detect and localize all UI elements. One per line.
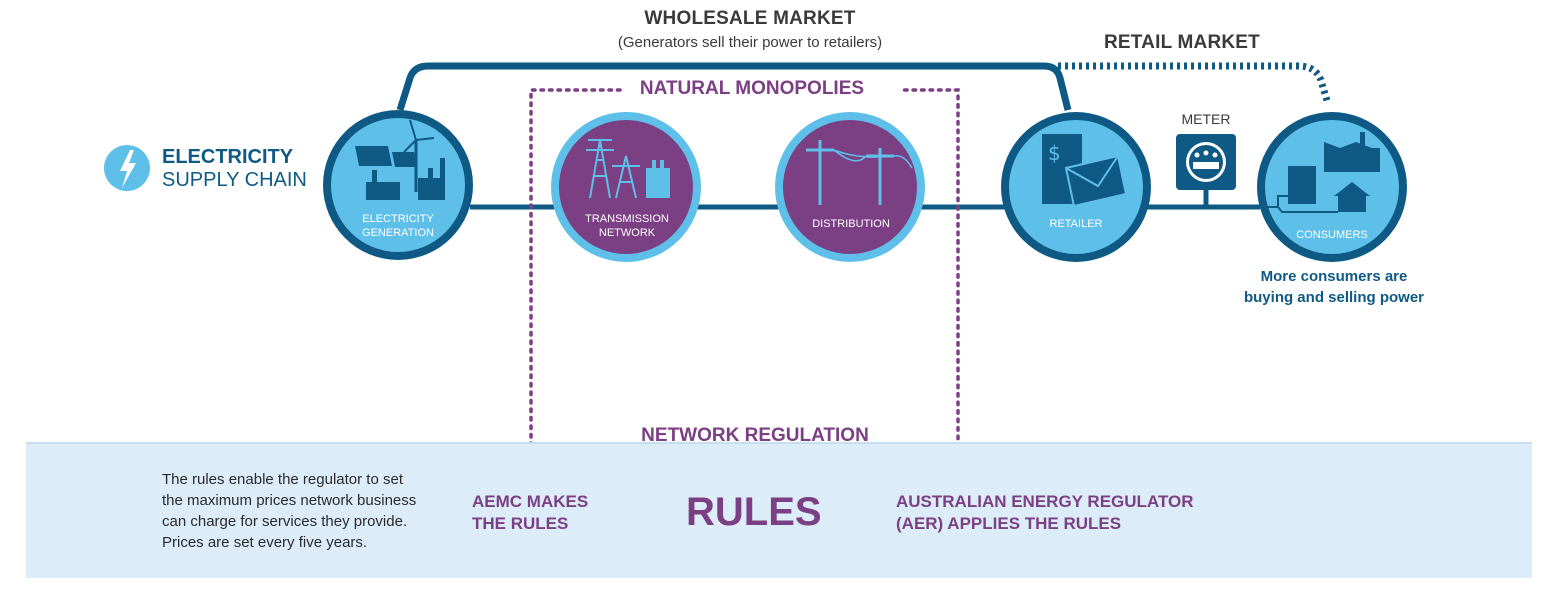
svg-text:$: $ [1048,141,1061,165]
generation-node [323,110,473,260]
meter-icon [1176,134,1236,190]
retail-dotted-line [1058,62,1332,106]
buildings-icon [1260,132,1380,213]
aemc-makes-rules: AEMC MAKES THE RULES [472,491,612,535]
consumers-node [1257,112,1407,262]
retailer-label-line1: RETAILER [1049,218,1103,230]
consumers-label: CONSUMERS [1282,228,1382,242]
aer-line1: AUSTRALIAN ENERGY REGULATOR [896,492,1194,511]
regulation-panel [26,442,1532,578]
aemc-line1: AEMC MAKES [472,492,589,511]
supply-chain-subtitle: SUPPLY CHAIN [162,169,307,191]
retail-market-title: RETAIL MARKET [1103,32,1260,53]
description-line: can charge for services they provide. [162,513,408,530]
description-line: the maximum prices network business [162,492,417,509]
transmission-tower-icon [586,139,670,199]
supply-chain-title: ELECTRICITY [162,146,294,168]
retailer-node: $ [1001,112,1151,262]
retailer-label: RETAILER [1026,217,1126,231]
generation-label-line2: GENERATION [362,227,434,239]
bill-envelope-icon: $ [1042,134,1128,208]
description-line: Prices are set every five years. [162,534,368,551]
transmission-node [551,112,701,262]
transmission-label-line1: TRANSMISSION [585,213,669,225]
transmission-label-line2: NETWORK [598,227,656,239]
rules-heading: RULES [686,490,822,534]
wholesale-market-title: WHOLESALE MARKET [644,8,856,29]
distribution-label: DISTRIBUTION [796,217,906,231]
wholesale-market-subtitle: (Generators sell their power to retailer… [617,34,883,51]
lightning-bolt-icon [104,145,150,191]
distribution-label-line1: DISTRIBUTION [812,218,890,230]
consumer-note: More consumers are buying and selling po… [1214,266,1454,308]
distribution-node [775,112,925,262]
meter-label: METER [1181,111,1231,127]
regulation-description: The rules enable the regulator to set th… [162,469,462,553]
consumer-note-line2: buying and selling power [1243,289,1424,306]
transmission-label: TRANSMISSION NETWORK [572,212,682,240]
aer-applies-rules: AUSTRALIAN ENERGY REGULATOR (AER) APPLIE… [896,491,1256,535]
wholesale-bracket [396,62,1072,112]
aemc-line2: THE RULES [472,514,569,533]
description-line: The rules enable the regulator to set [162,471,403,488]
generation-label-line1: ELECTRICITY [362,213,434,225]
generation-label: ELECTRICITY GENERATION [348,212,448,240]
power-pole-icon [806,140,913,205]
generation-icon [355,119,445,200]
natural-monopolies-title: NATURAL MONOPOLIES [639,78,865,99]
network-regulation-title: NETWORK REGULATION [641,425,869,446]
supply-chain-label: ELECTRICITY SUPPLY CHAIN [162,146,322,192]
aer-line2: (AER) APPLIES THE RULES [896,514,1122,533]
consumer-note-line1: More consumers are [1260,268,1408,285]
consumers-label-line1: CONSUMERS [1296,229,1368,241]
